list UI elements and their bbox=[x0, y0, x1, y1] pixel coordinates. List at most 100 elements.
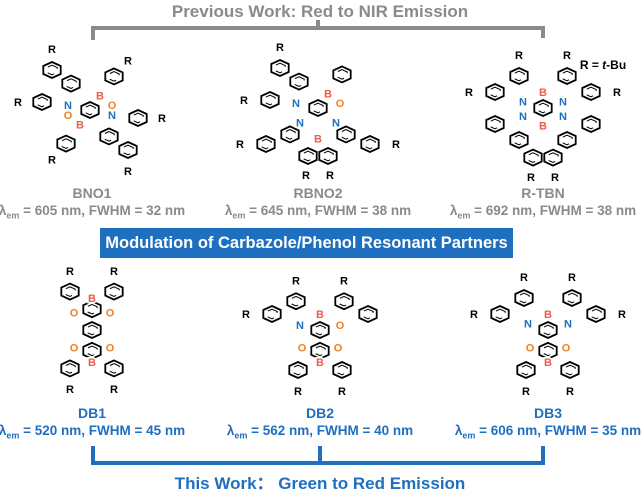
benzene-ring bbox=[104, 282, 124, 301]
previous-work-title: Previous Work: Red to NIR Emission bbox=[171, 2, 469, 21]
lambda-sub: em bbox=[457, 210, 471, 221]
aromatic-bond bbox=[518, 292, 530, 304]
aromatic-bond bbox=[542, 345, 554, 357]
benzene-ring bbox=[104, 67, 124, 86]
aromatic-bond bbox=[266, 308, 278, 320]
aromatic-bond bbox=[314, 324, 326, 336]
aromatic-bond bbox=[122, 144, 134, 156]
aromatic-bond bbox=[362, 308, 374, 320]
aromatic-bond bbox=[108, 71, 120, 82]
atom-N: N bbox=[564, 319, 572, 331]
atom-B: B bbox=[316, 309, 324, 321]
atom-B: B bbox=[96, 91, 104, 103]
aromatic-bond bbox=[489, 86, 501, 98]
aromatic-bond bbox=[103, 131, 115, 142]
aromatic-bond bbox=[547, 152, 559, 163]
atom-N: N bbox=[559, 97, 567, 109]
this-work-title: This Work： Green to Red Emission bbox=[174, 474, 466, 493]
aromatic-bond bbox=[290, 295, 302, 307]
benzene-ring bbox=[533, 99, 553, 117]
atom-R: R bbox=[158, 113, 166, 125]
label-bno1: BNO1 bbox=[72, 185, 112, 201]
atom-R: R bbox=[392, 139, 400, 151]
aromatic-bond bbox=[302, 150, 314, 162]
lambda-sub: em bbox=[6, 430, 20, 441]
aromatic-bond bbox=[314, 345, 326, 357]
benzene-ring bbox=[298, 147, 318, 165]
lambda: λ bbox=[0, 423, 7, 438]
benzene-ring bbox=[310, 341, 330, 360]
atom-R: R bbox=[294, 386, 302, 398]
atom-R: R bbox=[522, 386, 530, 398]
benzene-ring bbox=[280, 125, 300, 144]
label-db2: DB2 bbox=[305, 405, 335, 421]
aromatic-bond bbox=[542, 324, 554, 336]
lambda-sub: em bbox=[462, 430, 476, 441]
atom-O: O bbox=[334, 343, 343, 355]
r-def-prefix: R = bbox=[579, 58, 603, 72]
atom-R: R bbox=[14, 97, 22, 109]
label-rtbn: R-TBN bbox=[521, 185, 565, 201]
emission-rtbn: λem = 692 nm, FWHM = 38 nm bbox=[450, 203, 636, 221]
atom-B: B bbox=[76, 119, 84, 131]
atom-R: R bbox=[551, 172, 559, 184]
previous-work-bracket bbox=[91, 20, 545, 40]
aromatic-bond bbox=[65, 78, 77, 89]
benzene-ring bbox=[358, 305, 378, 323]
atom-O: O bbox=[70, 343, 79, 355]
atom-R: R bbox=[520, 272, 528, 284]
atom-B: B bbox=[544, 357, 552, 369]
atom-N: N bbox=[519, 97, 527, 109]
atom-O: O bbox=[526, 343, 535, 355]
lambda: λ bbox=[449, 203, 458, 218]
benzene-ring bbox=[485, 83, 505, 101]
aromatic-bond bbox=[561, 70, 573, 82]
aromatic-bond bbox=[260, 138, 272, 150]
benzene-ring bbox=[516, 361, 536, 379]
atom-R: R bbox=[618, 309, 626, 321]
atom-R: R bbox=[292, 275, 300, 287]
aromatic-bond bbox=[108, 363, 120, 374]
aromatic-bond bbox=[585, 86, 597, 98]
atom-R: R bbox=[527, 172, 535, 184]
atom-N: N bbox=[519, 111, 527, 123]
benzene-ring bbox=[581, 115, 601, 133]
lambda: λ bbox=[224, 203, 233, 218]
atom-R: R bbox=[338, 386, 346, 398]
benzene-ring bbox=[270, 59, 290, 77]
benzene-ring bbox=[332, 361, 352, 379]
atom-R: R bbox=[124, 166, 132, 178]
atom-R: R bbox=[110, 384, 118, 396]
lambda: λ bbox=[454, 423, 463, 438]
benzene-ring bbox=[538, 321, 558, 339]
aromatic-bond bbox=[284, 129, 296, 140]
benzene-ring bbox=[61, 74, 81, 93]
values: = 606 nm, FWHM = 35 nm bbox=[475, 423, 641, 438]
aromatic-bond bbox=[489, 118, 501, 130]
benzene-ring bbox=[118, 141, 138, 159]
aromatic-bond bbox=[86, 345, 98, 357]
benzene-ring bbox=[557, 131, 577, 149]
aromatic-bond bbox=[494, 308, 506, 320]
atom-N: N bbox=[296, 117, 304, 129]
aromatic-bond bbox=[585, 118, 597, 130]
benzene-ring bbox=[514, 289, 534, 307]
emission-db1: λem = 520 nm, FWHM = 45 nm bbox=[0, 423, 185, 441]
atom-O: O bbox=[336, 98, 345, 110]
benzene-ring bbox=[509, 67, 529, 85]
atom-B: B bbox=[324, 89, 332, 101]
benzene-ring bbox=[42, 61, 62, 79]
benzene-ring bbox=[32, 93, 52, 111]
atom-N: N bbox=[559, 111, 567, 123]
aromatic-bond bbox=[564, 364, 576, 376]
atom-O: O bbox=[336, 320, 345, 332]
atom-R: R bbox=[340, 275, 348, 287]
aromatic-bond bbox=[46, 64, 58, 76]
atom-R: R bbox=[326, 170, 334, 182]
atom-R: R bbox=[48, 44, 56, 56]
atom-O: O bbox=[298, 343, 307, 355]
aromatic-bond bbox=[520, 364, 532, 376]
